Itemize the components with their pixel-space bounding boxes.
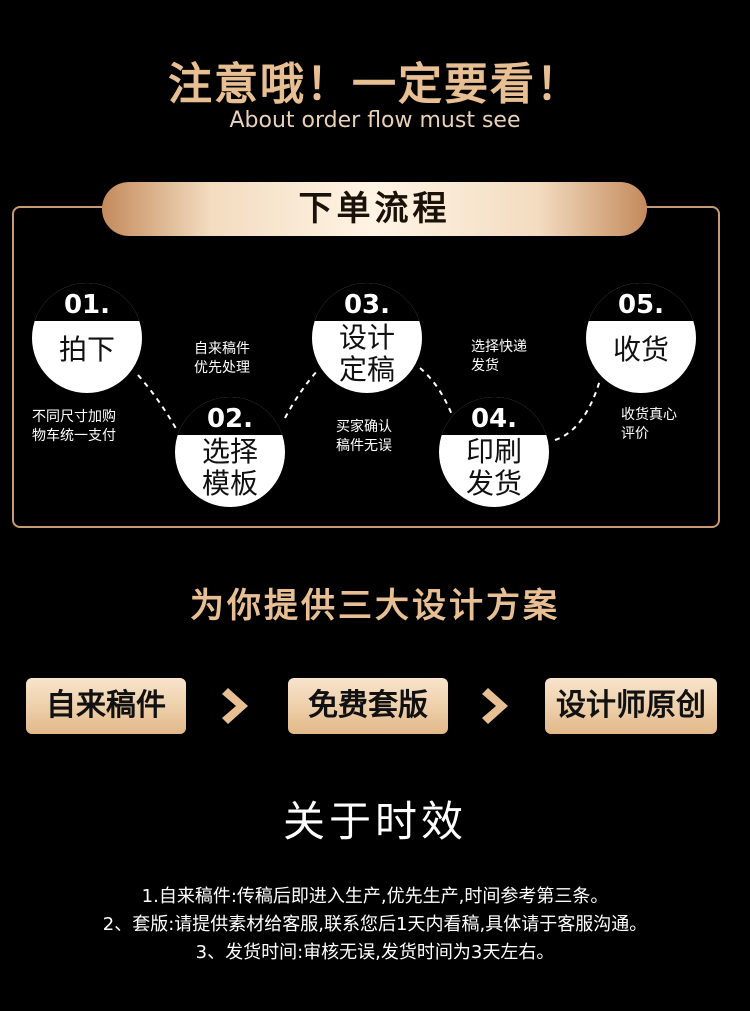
step-04: 04. 印刷 发货 (439, 397, 549, 507)
step-label: 发货 (465, 467, 522, 500)
order-flow-title: 下单流程 (102, 182, 647, 236)
page-subtitle: About order flow must see (229, 108, 521, 133)
step-number: 01. (32, 283, 142, 321)
step-note: 收货真心 评价 (621, 407, 677, 442)
step-label: 定稿 (338, 353, 395, 386)
chevron-right-icon (222, 688, 248, 724)
step-03: 03. 设计 定稿 (312, 283, 422, 393)
timing-line-3: 3、发货时间:审核无误,发货时间为3天左右。 (195, 942, 555, 963)
step-02: 02. 选择 模板 (175, 397, 285, 507)
step-number: 02. (175, 397, 285, 435)
step-note: 不同尺寸加购 物车统一支付 (32, 409, 116, 444)
plan-designer-original: 设计师原创 (545, 678, 717, 734)
step-label: 模板 (201, 467, 258, 500)
timing-line-2: 2、套版:请提供素材给客服,联系您后1天内看稿,具体请于客服沟通。 (102, 914, 648, 935)
step-label: 设计 (338, 321, 395, 354)
step-label: 印刷 (465, 435, 522, 468)
step-01: 01. 拍下 (32, 283, 142, 393)
page-title: 注意哦！一定要看！ (168, 59, 582, 110)
step-number: 03. (312, 283, 422, 321)
plan-free-template: 免费套版 (288, 678, 448, 734)
step-number: 05. (586, 283, 696, 321)
chevron-right-icon (482, 688, 508, 724)
plans-title: 为你提供三大设计方案 (190, 586, 560, 626)
step-note: 选择快递 发货 (471, 339, 527, 374)
step-note: 买家确认 稿件无误 (336, 419, 392, 454)
timing-line-1: 1.自来稿件:传稿后即进入生产,优先生产,时间参考第三条。 (141, 886, 609, 907)
step-number: 04. (439, 397, 549, 435)
step-label: 收货 (612, 333, 669, 366)
timing-title: 关于时效 (282, 797, 467, 846)
step-05: 05. 收货 (586, 283, 696, 393)
step-note: 自来稿件 优先处理 (194, 341, 250, 376)
plan-self-upload: 自来稿件 (26, 678, 186, 734)
step-label: 选择 (201, 435, 258, 468)
step-label: 拍下 (58, 333, 115, 366)
